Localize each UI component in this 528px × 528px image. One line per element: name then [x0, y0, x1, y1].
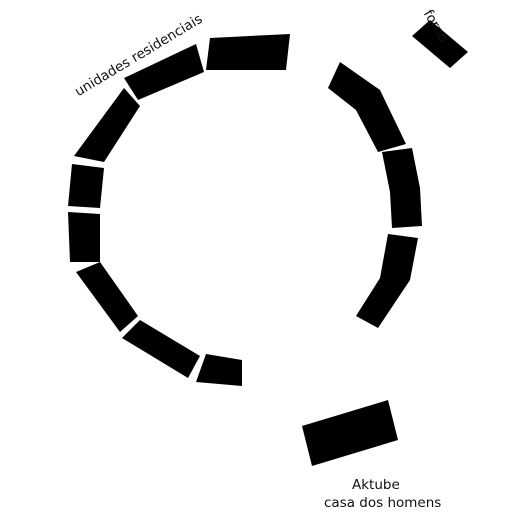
residential-unit-5 [68, 212, 100, 262]
aktube-label: Aktube [352, 477, 400, 493]
residential-unit-3 [74, 88, 140, 162]
mens-house-label: casa dos homens [324, 495, 442, 511]
residential-unit-4 [68, 164, 104, 208]
residential-unit-6 [76, 262, 138, 332]
residential-unit-10 [382, 148, 422, 228]
residential-unit-1 [206, 34, 290, 70]
residential-unit-2 [124, 44, 204, 100]
residential-unit-11 [356, 234, 418, 328]
residential-unit-8 [196, 354, 242, 386]
mens-house-building [302, 400, 398, 466]
oven-building [412, 20, 468, 68]
residential-unit-9 [328, 62, 406, 152]
residential-unit-7 [122, 320, 200, 378]
